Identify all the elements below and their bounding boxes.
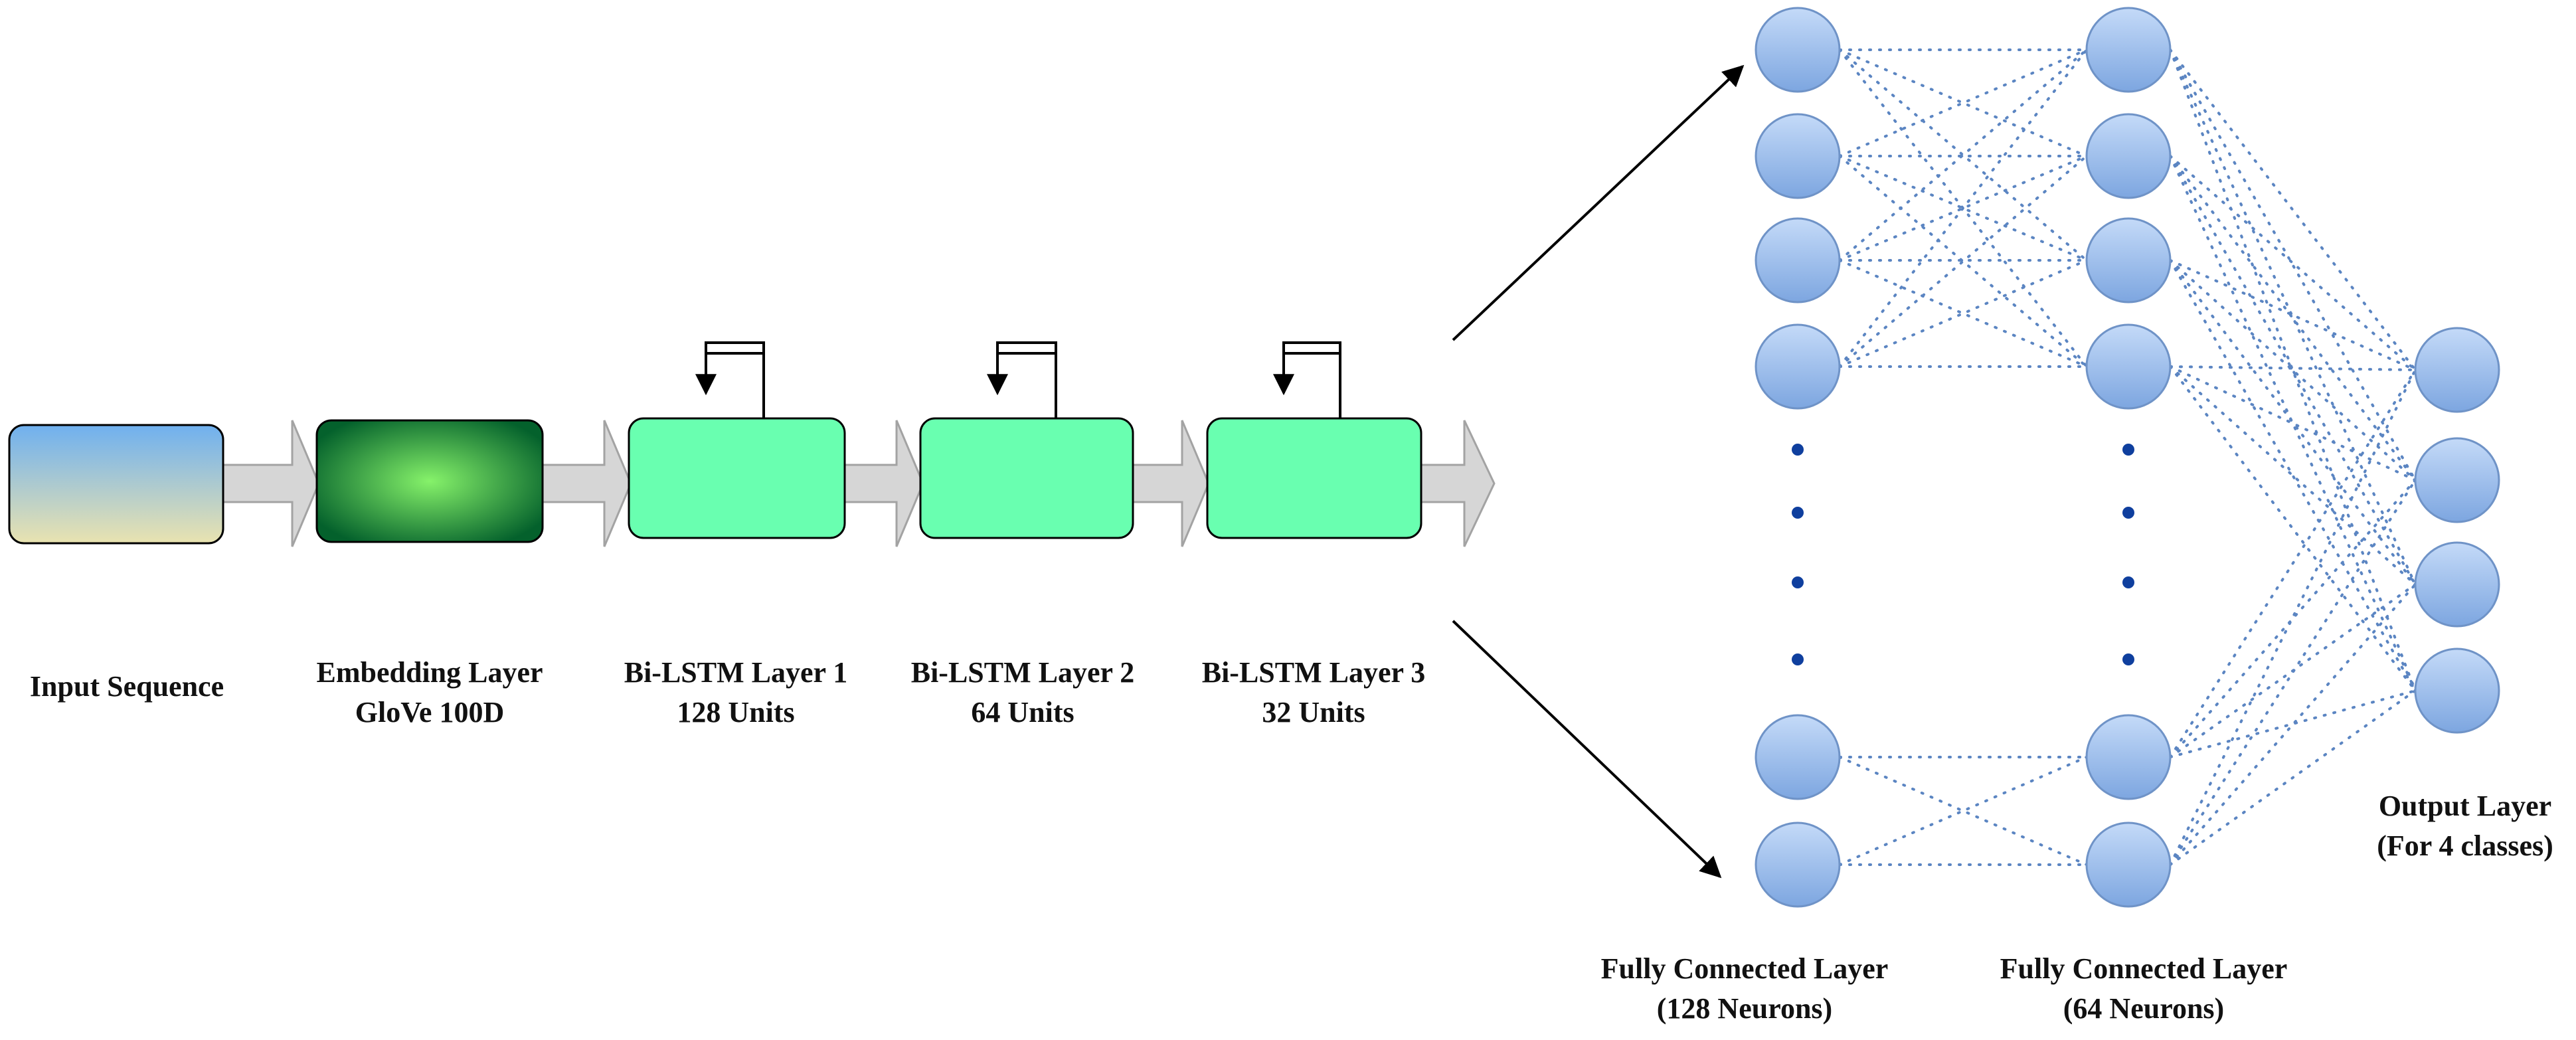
labels: Input Sequence Embedding Layer GloVe 100… (30, 656, 2553, 1025)
fanout-arrows (1452, 64, 1745, 879)
connection-line (1838, 48, 2088, 262)
connection-line (2169, 369, 2417, 866)
flow-arrows (222, 420, 1496, 547)
ellipsis-dot (1792, 444, 1804, 456)
connection-line (2169, 155, 2417, 481)
connection-line (2169, 155, 2417, 692)
connection-line (2169, 689, 2417, 866)
connection-line (2169, 479, 2417, 866)
connection-line (2169, 259, 2417, 692)
label-fc2-neurons: (64 Neurons) (2063, 992, 2224, 1025)
ellipsis-dot (2122, 653, 2134, 665)
output-neuron-4 (2414, 648, 2500, 734)
label-embedding-detail: GloVe 100D (355, 696, 505, 729)
label-output-classes: (For 4 classes) (2377, 829, 2553, 862)
block-arrow (222, 420, 320, 547)
connection-line (1838, 48, 2088, 262)
ellipsis-dots (1792, 444, 2134, 665)
connection-line (1838, 155, 2088, 368)
bilstm-2-block (919, 417, 1134, 539)
fc2-neuron-3 (2085, 217, 2172, 303)
recurrent-loop-icon (1273, 341, 1341, 418)
block-arrow (1132, 420, 1210, 547)
input-sequence-block (8, 424, 224, 545)
connection-line (2169, 365, 2417, 586)
fc1-neuron-6 (1755, 822, 1841, 908)
label-fc2-title: Fully Connected Layer (2000, 952, 2288, 985)
recurrent-loop-icon (695, 341, 765, 418)
connection-line (2169, 365, 2417, 481)
label-bilstm-2-title: Bi-LSTM Layer 2 (911, 656, 1135, 689)
output-neuron-2 (2414, 437, 2500, 523)
ellipsis-dot (2122, 444, 2134, 456)
fc2-neuron-4 (2085, 323, 2172, 410)
label-fc1-neurons: (128 Neurons) (1657, 992, 1832, 1025)
fc1-neuron-5 (1755, 714, 1841, 800)
fc2-neuron-5 (2085, 714, 2172, 800)
label-bilstm-3-title: Bi-LSTM Layer 3 (1202, 656, 1426, 689)
connection-line (2169, 259, 2417, 371)
fc1-neuron-2 (1755, 113, 1841, 199)
connection-line (2169, 155, 2417, 586)
block-arrow (541, 420, 632, 547)
connection-line (2169, 365, 2417, 371)
label-bilstm-3-units: 32 Units (1262, 696, 1365, 729)
connection-line (1838, 48, 2088, 368)
fc1-neuron-4 (1755, 323, 1841, 410)
bilstm-3-block (1206, 417, 1422, 539)
connection-line (2169, 365, 2417, 692)
label-bilstm-2-units: 64 Units (971, 696, 1074, 729)
connection-line (2169, 583, 2417, 866)
ellipsis-dot (1792, 507, 1804, 519)
output-neuron-3 (2414, 541, 2500, 628)
connection-line (2169, 48, 2417, 586)
label-bilstm-1-units: 128 Units (677, 696, 794, 729)
fc2-neuron-2 (2085, 113, 2172, 199)
label-input-sequence: Input Sequence (30, 670, 224, 703)
ellipsis-dot (1792, 653, 1804, 665)
dense-connections (1838, 48, 2417, 866)
bilstm-1-block (628, 417, 846, 539)
fc1-neuron-3 (1755, 217, 1841, 303)
fc1-neuron-1 (1755, 7, 1841, 93)
connection-line (2169, 369, 2417, 758)
output-neuron-1 (2414, 327, 2500, 413)
connection-line (2169, 48, 2417, 371)
label-bilstm-1-title: Bi-LSTM Layer 1 (624, 656, 848, 689)
block-arrow (843, 420, 924, 547)
connection-line (2169, 259, 2417, 586)
ellipsis-dot (2122, 507, 2134, 519)
label-embedding-title: Embedding Layer (316, 656, 543, 689)
label-output-title: Output Layer (2379, 790, 2551, 822)
fc2-neuron-1 (2085, 7, 2172, 93)
connection-line (2169, 155, 2417, 371)
connection-line (1838, 155, 2088, 368)
ellipsis-dot (1792, 576, 1804, 588)
label-fc1-title: Fully Connected Layer (1601, 952, 1889, 985)
neurons (1755, 7, 2500, 908)
fc2-neuron-6 (2085, 822, 2172, 908)
fanout-arrow-down (1452, 620, 1722, 879)
connection-line (2169, 689, 2417, 758)
ellipsis-dot (2122, 576, 2134, 588)
recurrent-loop-icon (987, 341, 1057, 418)
recurrent-loops (695, 341, 1341, 418)
connection-line (2169, 479, 2417, 758)
fanout-arrow-up (1452, 64, 1745, 341)
embedding-block (315, 419, 544, 543)
block-arrow (1420, 420, 1496, 547)
